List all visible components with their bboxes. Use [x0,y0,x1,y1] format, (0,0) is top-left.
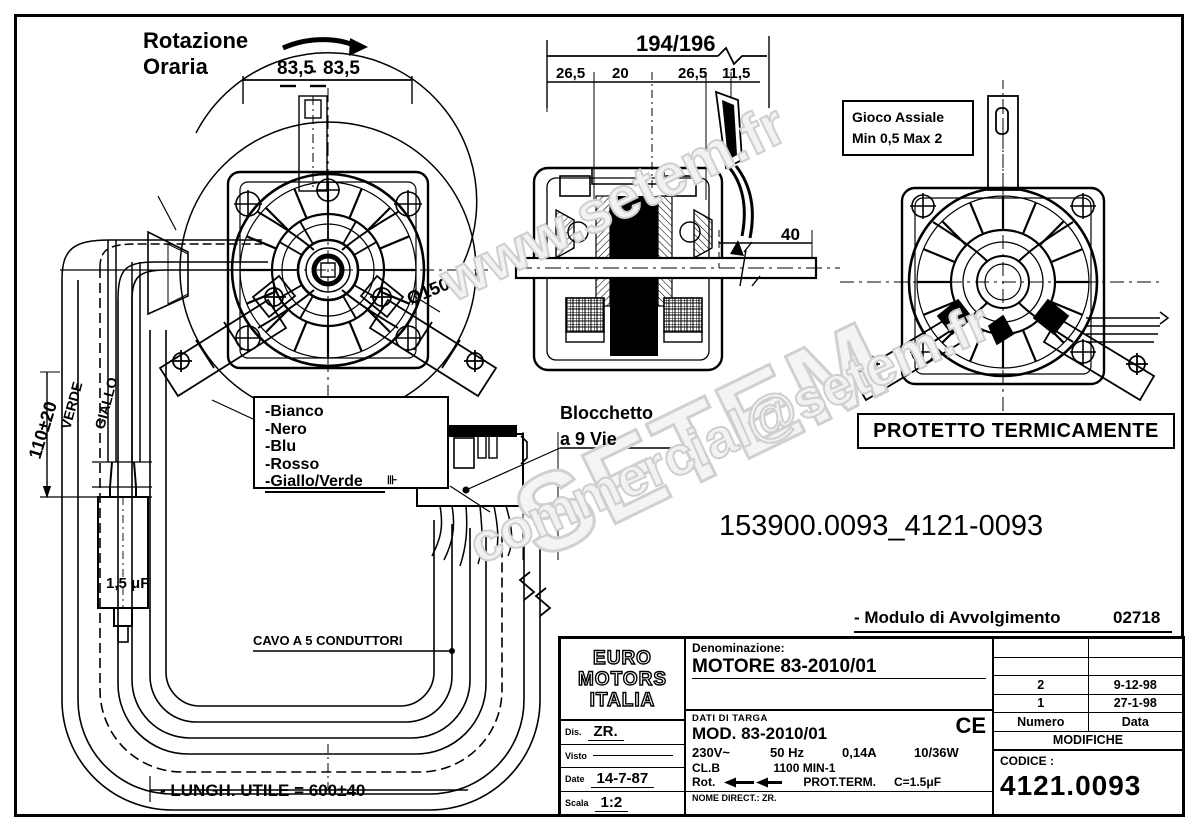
electrical-row: 230V~ 50 Hz 0,14A 10/36W [692,745,986,760]
rev-numero-1 [994,657,1089,675]
current-value: 0,14A [842,745,877,760]
class-speed-row: CL.B 1100 MIN-1 [692,761,986,775]
rev-data-1 [1089,658,1183,676]
title-block: EURO MOTORS ITALIA Dis. ZR. Visto Date 1… [558,636,1185,817]
legend-item-0: -Bianco [265,403,324,420]
rev-numero-2: 2 [994,676,1089,694]
power-value: 10/36W [914,745,959,760]
title-block-revision-column: 2 9-12-98 1 27-1-98 Numero Data MODIFICH… [994,639,1182,814]
legend-item-4: -Giallo/Verde [265,473,363,490]
ground-symbol-bar [265,490,385,493]
row-date: Date 14-7-87 [561,768,684,792]
rotation-row: Rot. PROT.TERM. C=1.5μF [692,775,986,789]
svg-text:83,5: 83,5 [323,58,360,79]
legend-item-2: -Blu [265,438,297,455]
mod-value: MOD. 83-2010/01 [692,724,828,743]
protetto-text: PROTETTO TERMICAMENTE [873,419,1159,442]
row-date-value: 14-7-87 [590,770,655,789]
row-scala-value: 1:2 [594,794,629,812]
capacitance-value: C=1.5μF [894,775,942,789]
table-row: 2 9-12-98 [994,676,1182,695]
row-scala: Scala 1:2 [561,792,684,815]
modifiche-table: 2 9-12-98 1 27-1-98 Numero Data MODIFICH… [994,639,1182,751]
row-visto: Visto [561,745,684,768]
rev-data-2: 9-12-98 [1113,677,1157,692]
row-dis-value: ZR. [587,723,624,742]
logo-line-2: MOTORS [577,668,668,690]
gioco-line1: Gioco Assiale [852,109,945,125]
winding-module-value: 02718 [1113,608,1161,627]
denominazione-value: MOTORE 83-2010/01 [692,656,986,679]
part-number: 153900.0093_4121-0093 [719,510,1044,542]
logo-line-1: EURO [592,647,652,669]
title-block-main-column: Denominazione: MOTORE 83-2010/01 CE DATI… [686,639,994,814]
rev-numero-3: 1 [994,694,1089,712]
ground-icon: ⊪ [387,473,398,487]
table-row [994,657,1183,676]
row-visto-key: Visto [565,750,587,761]
rotation-label: Rotazione Oraria [143,28,248,80]
dim-26-5-b-text: 26,5 [678,65,707,82]
title-block-meta-rows: Dis. ZR. Visto Date 14-7-87 Scala 1:2 [561,721,684,814]
rev-numero-0 [994,639,1089,657]
table-row [994,639,1182,658]
rotation-line2: Oraria [143,54,208,79]
col-header-data: Data [1121,714,1149,729]
class-value: CL.B [692,761,720,775]
gioco-assiale-box: Gioco Assiale Min 0,5 Max 2 [842,100,974,156]
blocchetto-line2: a 9 Vie [560,429,617,449]
frequency-value: 50 Hz [770,745,804,760]
modifiche-title: MODIFICHE [1052,733,1124,748]
codice-section: CODICE : 4121.0093 [994,751,1182,814]
row-dis-key: Dis. [565,727,582,738]
dim-83-5-text: 83,5 [277,58,314,79]
capacitor-value-text: 1,5 μF [106,575,149,592]
dim-26-5-a-text: 26,5 [556,65,585,82]
row-visto-value [592,755,673,757]
voltage-value: 230V~ [692,745,730,760]
rotation-arrow-icon [724,777,782,787]
dim-20-text: 20 [612,65,629,82]
lungh-utile-text: - LUNGH. UTILE = 600±40 [160,781,365,800]
row-scala-key: Scala [565,797,589,808]
row-dis: Dis. ZR. [561,721,684,745]
wire-legend-box: -Bianco -Nero -Blu -Rosso -Giallo/Verde … [253,396,449,493]
svg-text:-: - [311,61,317,80]
denominazione-key: Denominazione: [692,641,785,655]
dim-194-196-text: 194/196 [636,31,716,56]
legend-item-1: -Nero [265,420,307,438]
blocchetto-line1: Blocchetto [560,403,654,423]
blocchetto-label: Blocchetto a 9 Vie [560,400,653,452]
dim-40-text: 40 [781,225,800,244]
protetto-termicamente-box: PROTETTO TERMICAMENTE [857,413,1175,449]
winding-module-label: - Modulo di Avvolgimento [854,608,1061,627]
codice-key: CODICE : [1000,754,1054,768]
cavo-text: CAVO A 5 CONDUTTORI [253,633,403,648]
speed-value: 1100 MIN-1 [773,761,836,775]
denominazione-section: Denominazione: MOTORE 83-2010/01 [686,639,992,711]
dati-di-targa-key: DATI DI TARGA [692,713,768,724]
rotation-line1: Rotazione [143,28,249,53]
title-block-logo-column: EURO MOTORS ITALIA Dis. ZR. Visto Date 1… [561,639,686,814]
rev-data-0 [1089,639,1183,657]
legend-item-3: -Rosso [265,455,320,473]
prot-term-value: PROT.TERM. [803,775,876,789]
rev-data-3: 27-1-98 [1113,696,1157,711]
ce-mark-icon: CE [955,713,986,738]
codice-value: 4121.0093 [1000,770,1142,801]
rot-key: Rot. [692,775,716,789]
table-row: 1 27-1-98 [994,694,1182,713]
company-logo: EURO MOTORS ITALIA [561,639,684,721]
gioco-line2: Min 0,5 Max 2 [852,130,943,146]
dim-11-5-text: 11,5 [722,65,750,82]
dati-di-targa-section: CE DATI DI TARGA MOD. 83-2010/01 230V~ 5… [686,711,992,814]
col-header-numero: Numero [994,713,1089,731]
logo-line-3: ITALIA [589,689,656,711]
row-date-key: Date [565,774,585,785]
modifiche-title-row: MODIFICHE [994,732,1182,750]
nome-direct-row: NOME DIRECT.: ZR. [686,791,992,803]
table-header-row: Numero Data [994,713,1182,732]
dim-110-text: 110±20 [25,399,61,461]
